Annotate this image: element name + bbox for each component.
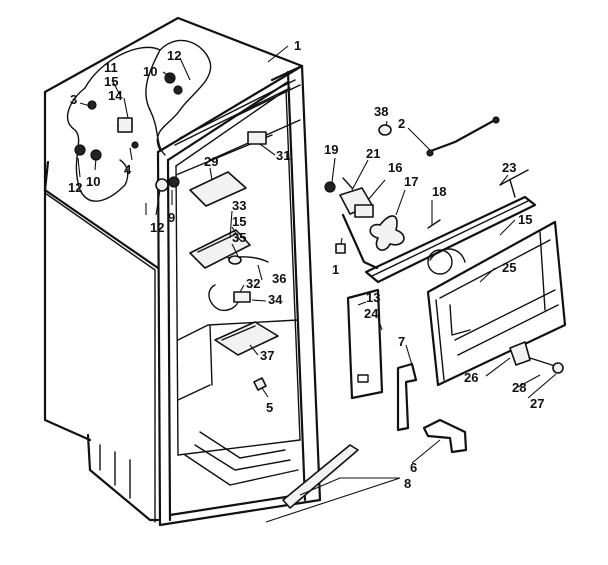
drain-bracket [396,362,418,432]
callout-25: 25 [502,260,516,275]
callout-5: 5 [266,400,273,415]
callout-10: 10 [86,174,100,189]
cap [378,124,392,136]
fan-blade [369,215,405,251]
wire-connector [74,144,86,156]
callout-17: 17 [404,174,418,189]
callout-37: 37 [260,348,274,363]
callout-32: 32 [246,276,260,291]
callout-18: 18 [432,184,446,199]
light-bulb [228,255,242,265]
callout-36: 36 [272,271,286,286]
callout-26: 26 [464,370,478,385]
callout-24: 24 [364,306,379,321]
insulation-panel [346,288,384,400]
wire-clip [87,100,97,110]
callout-12: 12 [150,220,164,235]
callout-1: 1 [332,262,339,277]
callout-16: 16 [388,160,402,175]
evaporator-coil [364,195,537,284]
callout-labels: 1 12 10 11 15 14 3 12 10 4 12 9 38 2 19 … [68,38,544,491]
light-socket [155,178,169,192]
callout-2: 2 [398,116,405,131]
callout-19: 19 [324,142,338,157]
callout-33: 33 [232,198,246,213]
callout-1: 1 [294,38,301,53]
cabinet-shell [43,16,322,527]
mounting-bracket [422,418,468,454]
fan-shroud-hole [427,249,453,275]
grommet [324,181,336,193]
callout-34: 34 [268,292,283,307]
callout-14: 14 [108,88,123,103]
wire-connector [173,85,183,95]
trim-strip [282,444,359,509]
callout-13: 13 [366,290,380,305]
leader-lines [77,45,557,523]
washer [552,362,564,374]
callout-11: 11 [104,60,118,75]
small-bracket [253,377,267,391]
callout-7: 7 [398,334,405,349]
callout-8: 8 [404,476,411,491]
evaporator-assembly [282,116,567,509]
screw [168,176,180,188]
label-plate [189,171,247,207]
callout-15: 15 [104,74,118,89]
callout-35: 35 [232,230,246,245]
callout-15: 15 [518,212,532,227]
callout-4: 4 [124,162,132,177]
callout-27: 27 [530,396,544,411]
callout-12: 12 [68,180,82,195]
damper-control [247,131,267,145]
callout-21: 21 [366,146,380,161]
callout-31: 31 [276,148,290,163]
light-switch [233,291,251,303]
callout-38: 38 [374,104,388,119]
callout-10: 10 [143,64,157,79]
callout-15: 15 [232,214,246,229]
heater-bracket [509,341,531,366]
callout-6: 6 [410,460,417,475]
screw [131,141,139,149]
callout-23: 23 [502,160,516,175]
callout-9: 9 [168,210,175,225]
control-box [117,117,133,133]
rear-panel [426,220,567,387]
crisper-tray [214,321,279,356]
callout-12: 12 [167,48,181,63]
interior-parts [189,131,279,391]
callout-3: 3 [70,92,77,107]
callout-28: 28 [512,380,526,395]
callout-29: 29 [204,154,218,169]
light-housing [189,229,251,269]
